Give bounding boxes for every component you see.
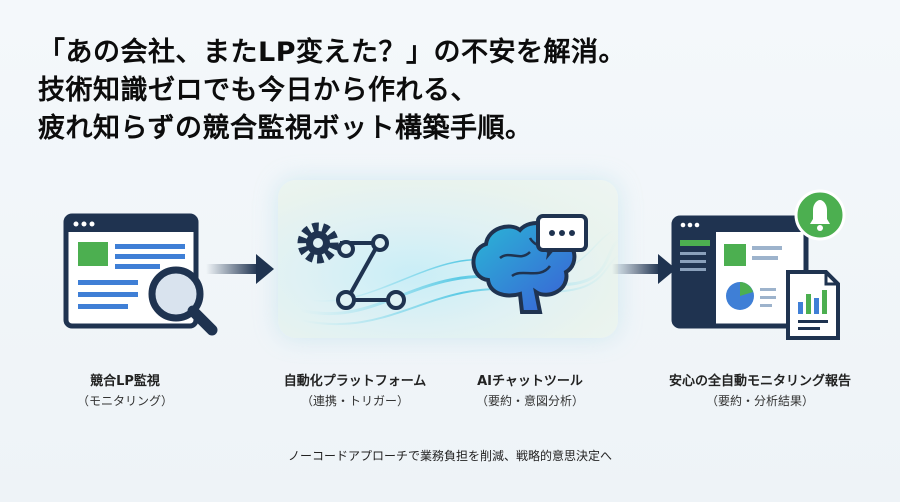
chat-bubble-icon xyxy=(536,214,588,260)
step-4-label: 安心の全自動モニタリング報告 xyxy=(668,374,851,389)
lp-monitor-icon xyxy=(63,213,218,336)
step-3-label: AIチャットツール xyxy=(477,374,583,389)
gear-icon xyxy=(297,222,339,264)
footer-caption: ノーコードアプローチで業務負担を削減、戦略的意思決定へ xyxy=(287,449,612,463)
headline-line-2: 技術知識ゼロでも今日から作れる、 xyxy=(38,75,478,106)
step-1-label: 競合LP監視 xyxy=(90,374,160,389)
step-3-sublabel: （要約・意図分析） xyxy=(475,394,584,408)
bell-icon xyxy=(794,189,846,241)
step-1-sublabel: （モニタリング） xyxy=(76,394,173,408)
step-4-sublabel: （要約・分析結果） xyxy=(705,394,814,408)
arrow-right-icon xyxy=(206,254,274,284)
headline-line-3: 疲れ知らずの競合監視ボット構築手順。 xyxy=(38,113,533,144)
headline: 「あの会社、またLP変えた？」の不安を解消。 技術知識ゼロでも今日から作れる、 … xyxy=(38,34,868,148)
step-2-sublabel: （連携・トリガー） xyxy=(300,394,409,408)
automation-platform-icon xyxy=(297,222,406,310)
ai-chat-icon xyxy=(471,214,588,314)
step-2-label: 自動化プラットフォーム xyxy=(283,374,427,389)
arrow-right-icon xyxy=(612,254,676,284)
report-document-icon xyxy=(786,270,840,340)
headline-line-1: 「あの会社、またLP変えた？」の不安を解消。 xyxy=(38,37,626,68)
monitoring-report-icon xyxy=(671,189,846,340)
